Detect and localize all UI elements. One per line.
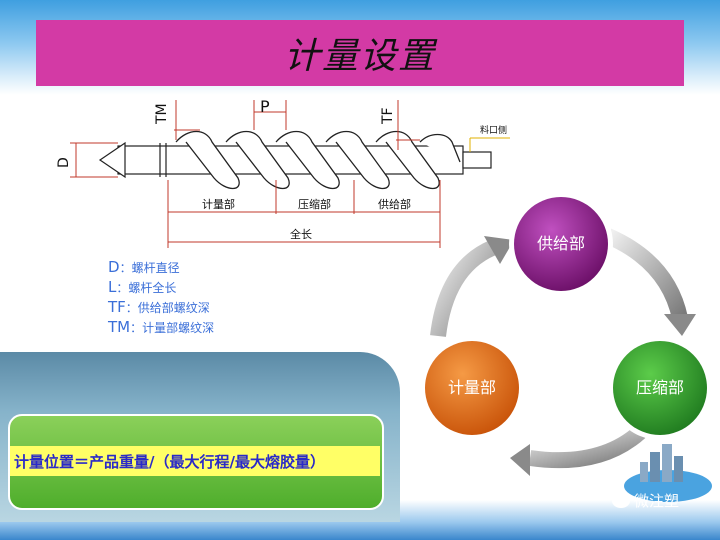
metering-zone-circle [425, 341, 519, 435]
city-globe-graphic [624, 444, 712, 502]
feed-zone-circle [514, 197, 608, 291]
compression-zone-label: 压缩部 [636, 378, 684, 397]
watermark: 微注塑 [612, 490, 679, 511]
metering-zone-label: 计量部 [448, 378, 496, 397]
arrow-feed-to-compression-head [664, 314, 696, 336]
arrow-metering-to-feed-head [484, 236, 514, 264]
label-tf: TF [380, 107, 396, 125]
page-title: 计量设置 [283, 36, 436, 77]
label-p: P [260, 97, 270, 116]
legend-item: TM：计量部螺纹深 [108, 318, 215, 336]
arrow-feed-to-compression [604, 228, 688, 320]
formula-text: 计量位置＝产品重量/（最大行程/最大熔胶量） [10, 446, 380, 476]
watermark-text: 微注塑 [634, 492, 680, 510]
label-d: D [56, 157, 72, 168]
screw-tip [98, 141, 126, 179]
feed-zone-label: 供给部 [537, 234, 585, 253]
label-material-side: 料口侧 [480, 124, 507, 136]
screw-drive-end [462, 151, 492, 169]
arrow-metering-to-feed [430, 240, 496, 338]
screw-flights [175, 130, 461, 190]
label-compression-zone: 压缩部 [298, 197, 331, 211]
legend: D：螺杆直径 L：螺杆全长 TF：供给部螺纹深 TM：计量部螺纹深 [108, 258, 214, 338]
label-metering-zone: 计量部 [202, 197, 235, 211]
label-full-length: 全长 [290, 227, 312, 241]
legend-item: TF：供给部螺纹深 [108, 298, 210, 316]
compression-zone-circle [613, 341, 707, 435]
arrow-compression-to-metering [528, 425, 646, 469]
legend-item: L：螺杆全长 [108, 278, 177, 296]
wechat-icon [612, 493, 630, 508]
label-tm: TM [154, 103, 170, 125]
arrow-compression-to-metering-head [510, 444, 530, 476]
title-bar: 计量设置 [36, 20, 684, 86]
label-feed-zone: 供给部 [378, 197, 411, 211]
legend-item: D：螺杆直径 [108, 258, 180, 276]
